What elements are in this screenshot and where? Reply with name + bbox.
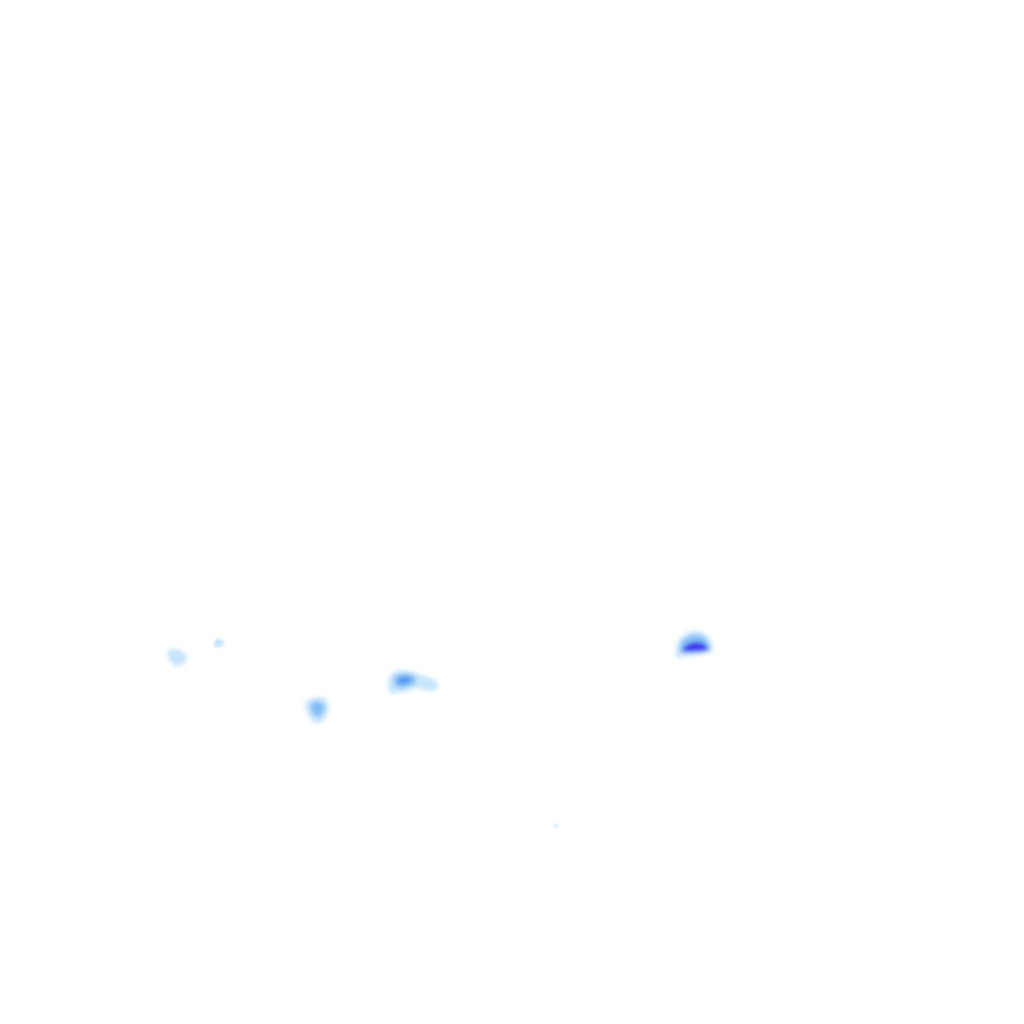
precip-cell-west-speck — [214, 638, 224, 648]
precip-cell-south-speck — [553, 823, 559, 829]
precip-cell-east — [676, 631, 713, 658]
precip-cell-southwest — [305, 697, 329, 724]
precip-cell-far-west — [167, 648, 187, 667]
precip-cell-central — [387, 669, 439, 694]
